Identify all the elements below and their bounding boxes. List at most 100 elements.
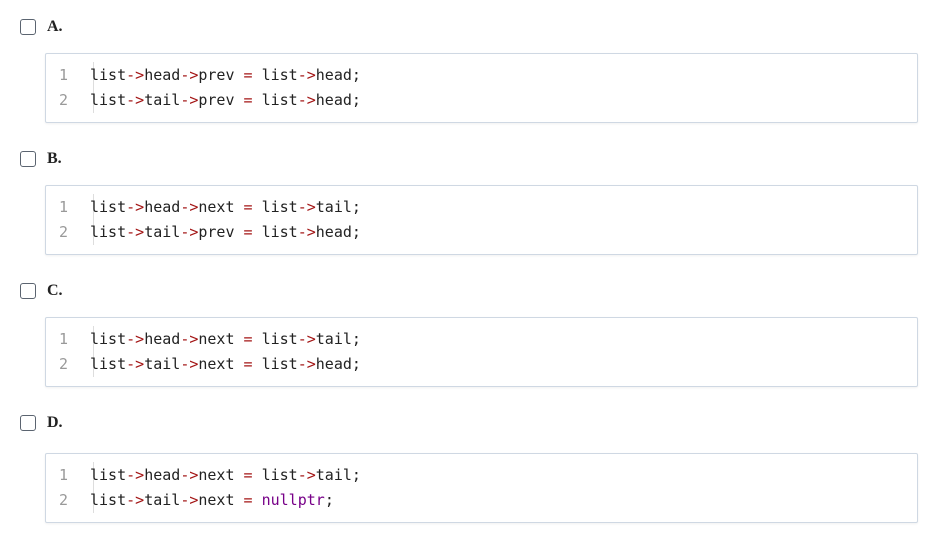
code-token: ; [351,91,361,109]
code-line: 1 list->head->next = list->tail; [46,463,361,487]
code-token: -> [126,466,145,484]
code-token: -> [297,91,316,109]
option-a-header[interactable]: A. [20,15,63,39]
code-line: 2 list->tail->next = nullptr; [46,488,334,512]
code-token [253,355,262,373]
code-token: -> [297,330,316,348]
code-token: -> [180,491,199,509]
code-token: = [243,91,253,109]
code-text: list->head->next = list->tail; [78,466,361,484]
code-text: list->tail->next = list->head; [78,355,361,373]
code-token: list [261,355,298,373]
code-text: list->tail->next = nullptr; [78,491,334,509]
code-token: -> [180,91,199,109]
code-token [253,66,262,84]
code-token: next [198,466,235,484]
option-d-checkbox[interactable] [20,415,36,431]
option-d-label: D. [47,414,63,431]
line-number: 1 [58,66,68,84]
code-token: tail [315,466,352,484]
gutter-divider [93,326,94,377]
code-token: tail [144,355,181,373]
option-d-header[interactable]: D. [20,411,63,435]
option-c-code-block: 1 list->head->next = list->tail; 2 list-… [45,317,918,387]
gutter-divider [93,462,94,513]
option-a-label: A. [47,18,63,35]
code-token: -> [297,466,316,484]
option-b-label: B. [47,150,62,167]
option-c-header[interactable]: C. [20,279,63,303]
code-token [253,491,262,509]
code-text: list->tail->prev = list->head; [78,223,361,241]
code-token [235,330,244,348]
code-text: list->head->prev = list->head; [78,66,361,84]
gutter-divider [93,194,94,245]
code-token: next [198,330,235,348]
code-line: 1 list->head->prev = list->head; [46,63,361,87]
code-text: list->tail->prev = list->head; [78,91,361,109]
code-token: -> [180,223,199,241]
code-token: list [261,198,298,216]
code-line: 1 list->head->next = list->tail; [46,195,361,219]
code-token: tail [144,223,181,241]
code-token: -> [180,330,199,348]
code-token [235,223,244,241]
option-b-checkbox[interactable] [20,151,36,167]
code-token: -> [126,491,145,509]
gutter-divider [93,62,94,113]
code-token: = [243,330,253,348]
code-token: -> [297,355,316,373]
option-b-header[interactable]: B. [20,147,62,171]
code-token: -> [126,330,145,348]
code-token: -> [126,66,145,84]
code-token [235,355,244,373]
code-line: 2 list->tail->prev = list->head; [46,220,361,244]
code-token: -> [126,355,145,373]
code-token: next [198,198,235,216]
code-token [235,91,244,109]
code-token: list [90,91,127,109]
code-token: tail [144,491,181,509]
code-token: list [261,223,298,241]
code-token: list [90,330,127,348]
code-token: list [261,91,298,109]
code-token: head [315,355,352,373]
code-token: tail [315,330,352,348]
code-token: ; [351,66,361,84]
line-number: 2 [58,223,68,241]
code-token: list [90,491,127,509]
code-token: list [261,466,298,484]
code-token: -> [126,198,145,216]
code-token: -> [297,223,316,241]
line-number: 1 [58,466,68,484]
code-token: list [90,198,127,216]
code-token: -> [180,466,199,484]
code-token: list [261,330,298,348]
code-token: list [90,466,127,484]
code-token: tail [315,198,352,216]
line-number: 2 [58,355,68,373]
code-token [235,466,244,484]
code-token: tail [144,91,181,109]
option-a-code-block: 1 list->head->prev = list->head; 2 list-… [45,53,918,123]
code-token: -> [297,66,316,84]
code-token: prev [198,66,235,84]
option-c-checkbox[interactable] [20,283,36,299]
code-token: -> [126,223,145,241]
code-token [253,330,262,348]
code-token: = [243,198,253,216]
option-a-checkbox[interactable] [20,19,36,35]
code-token: head [144,466,181,484]
code-token: = [243,466,253,484]
code-token: ; [351,466,361,484]
line-number: 2 [58,491,68,509]
option-c-label: C. [47,282,63,299]
code-token: -> [180,355,199,373]
code-line: 2 list->tail->next = list->head; [46,352,361,376]
code-token: list [261,66,298,84]
code-token: prev [198,91,235,109]
code-token: head [144,66,181,84]
code-token: = [243,491,253,509]
option-d-code-block: 1 list->head->next = list->tail; 2 list-… [45,453,918,523]
code-token: ; [351,223,361,241]
